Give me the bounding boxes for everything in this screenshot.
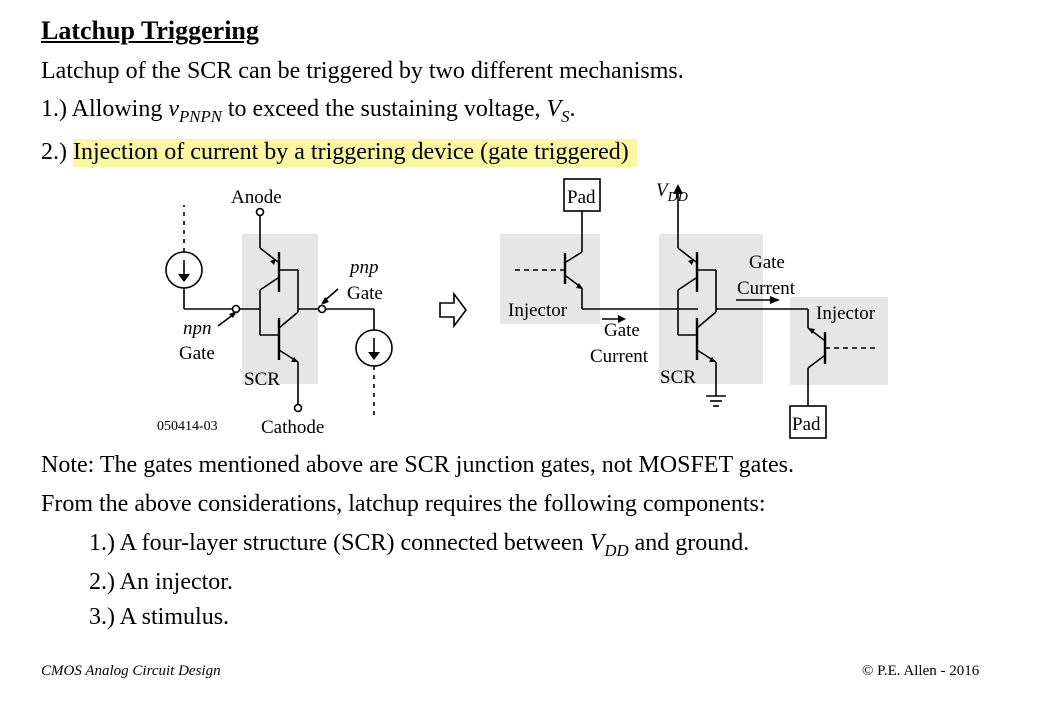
scr-label-right: SCR <box>660 367 696 388</box>
note-text: Note: The gates mentioned above are SCR … <box>41 452 794 478</box>
anode-label: Anode <box>231 187 282 208</box>
left-scr-diagram <box>165 205 393 416</box>
requirements-intro: From the above considerations, latchup r… <box>41 491 766 517</box>
mechanism-1: 1.) Allowing vPNPN to exceed the sustain… <box>41 96 576 127</box>
gate-current-upper-1: Gate <box>749 252 785 273</box>
mechanism-2-number: 2.) <box>41 139 73 165</box>
mechanism-1-prefix: 1.) Allowing <box>41 96 169 122</box>
var-s-sub: S <box>561 106 570 126</box>
injector-left-label: Injector <box>508 300 568 321</box>
requirement-1-suffix: and ground. <box>628 530 750 556</box>
pnp-gate-node <box>317 304 327 314</box>
requirement-2: 2.) An injector. <box>89 569 233 595</box>
var-vs: VS <box>546 96 569 126</box>
var-V: V <box>546 96 562 122</box>
vdd-v: V <box>656 180 670 201</box>
npn-label: npn <box>183 318 212 339</box>
npn-arrow <box>291 357 298 362</box>
mechanism-1-middle: to exceed the sustaining voltage, <box>221 96 547 122</box>
vdd-label: VDD <box>656 180 688 205</box>
var-v: v <box>168 96 179 122</box>
requirement-1: 1.) A four-layer structure (SCR) connect… <box>89 530 749 561</box>
injector-right-label: Injector <box>816 303 876 324</box>
var-vdd-v: V <box>589 530 605 556</box>
pnp-gate-label: Gate <box>347 283 383 304</box>
gate-current-lower-1: Gate <box>604 320 640 341</box>
anode-terminal <box>255 207 265 217</box>
right-injector-diagram <box>500 178 888 439</box>
hollow-arrow-icon <box>439 291 467 329</box>
mechanism-2-highlighted: Injection of current by a triggering dev… <box>73 139 637 167</box>
figure-id: 050414-03 <box>157 419 218 434</box>
mechanism-1-suffix: . <box>569 96 576 122</box>
cathode-label: Cathode <box>261 417 324 438</box>
var-pnpn-sub: PNPN <box>179 106 222 126</box>
vdd-arrow-icon <box>673 184 683 194</box>
npn-gate-label: Gate <box>179 343 215 364</box>
requirement-3: 3.) A stimulus. <box>89 604 230 630</box>
cathode-terminal <box>293 403 303 413</box>
pad-bottom-box <box>789 405 827 439</box>
pad-bottom-label: Pad <box>792 414 821 435</box>
intro-text: Latchup of the SCR can be triggered by t… <box>41 58 684 84</box>
slide-title: Latchup Triggering <box>41 16 259 45</box>
var-vdd-sub: DD <box>604 540 629 560</box>
pnp-arrow <box>270 259 276 265</box>
footer-right: © P.E. Allen - 2016 <box>862 663 980 679</box>
vdd-sub: DD <box>667 190 688 205</box>
scr-label-left: SCR <box>244 369 280 390</box>
var-vpnpn: vPNPN <box>168 96 222 126</box>
requirement-1-prefix: 1.) A four-layer structure (SCR) connect… <box>89 530 590 556</box>
footer-left: CMOS Analog Circuit Design <box>41 663 221 679</box>
gate-current-lower-2: Current <box>590 346 649 367</box>
pnp-label: pnp <box>348 257 379 278</box>
pad-top-label: Pad <box>567 187 596 208</box>
mechanism-2: 2.) Injection of current by a triggering… <box>41 139 637 167</box>
gate-current-upper-2: Current <box>737 278 796 299</box>
var-vdd: VDD <box>589 530 629 560</box>
injector-shade-right <box>790 297 888 385</box>
